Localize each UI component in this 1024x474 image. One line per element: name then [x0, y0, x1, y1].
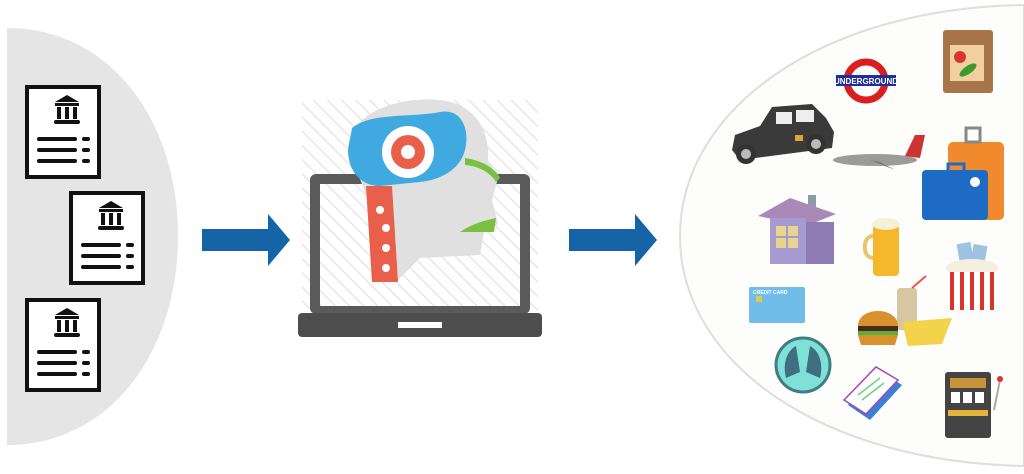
credit-card-icon: CREDIT CARD	[749, 287, 805, 323]
luggage-icon	[922, 126, 1004, 220]
arrow-right-icon	[202, 214, 290, 266]
grocery-bag-icon	[943, 30, 993, 93]
slot-machine-icon	[945, 372, 1003, 438]
bank-document-icon	[69, 191, 145, 285]
bank-document-icon	[25, 298, 101, 392]
credit-card-label: CREDIT CARD	[753, 290, 788, 296]
underground-icon: UNDERGROUND	[834, 58, 898, 104]
bank-document-icon	[25, 85, 101, 179]
beer-icon	[862, 218, 900, 276]
charity-hands-icon	[774, 336, 832, 394]
house-icon	[758, 195, 836, 264]
bill-icon	[842, 366, 902, 420]
ai-head-laptop-icon	[298, 99, 542, 337]
arrow-right-icon	[569, 214, 657, 266]
popcorn-icon	[946, 241, 998, 310]
fast-food-icon	[858, 275, 952, 346]
underground-label: UNDERGROUND	[834, 77, 898, 86]
taxi-icon	[732, 104, 834, 164]
airplane-icon	[833, 135, 925, 170]
